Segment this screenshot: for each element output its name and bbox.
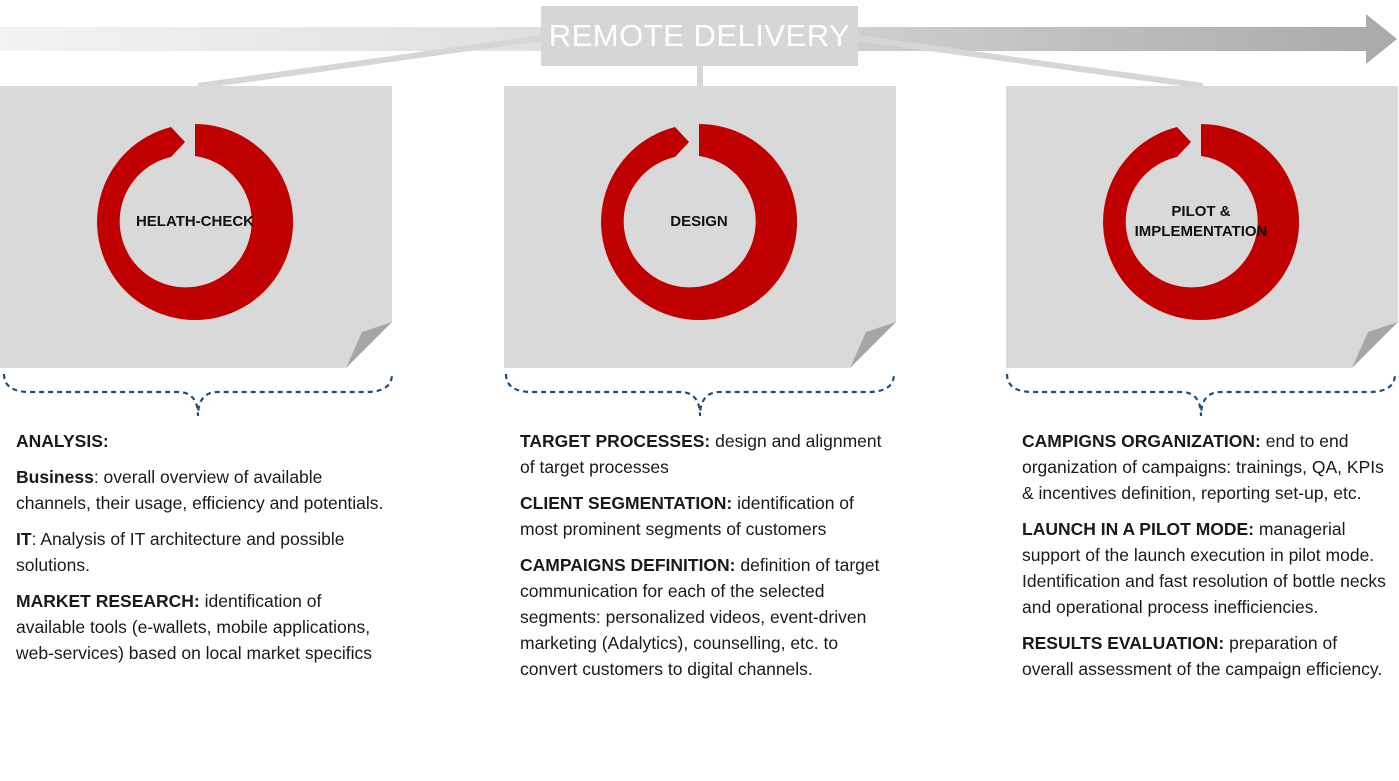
folded-paper-shape [1006, 86, 1398, 368]
desc-item: LAUNCH IN A PILOT MODE: managerial suppo… [1022, 516, 1392, 620]
desc-item: IT: Analysis of IT architecture and poss… [16, 529, 345, 575]
desc-item: MARKET RESEARCH: identification of avail… [16, 588, 386, 666]
desc-item: CLIENT SEGMENTATION: identification of m… [520, 490, 890, 542]
folded-paper-shape [504, 86, 896, 368]
desc-item-title: ANALYSIS: [16, 431, 109, 451]
progress-ring-icon [1103, 124, 1299, 320]
desc-item-title: CAMPAIGNS DEFINITION: [520, 555, 736, 575]
connector-left [197, 35, 542, 89]
design-description: TARGET PROCESSES: design and alignment o… [520, 428, 890, 692]
desc-item-text: Analysis of IT architecture and possible… [16, 529, 345, 575]
remote-delivery-banner: REMOTE DELIVERY [541, 6, 858, 66]
desc-item: TARGET PROCESSES: design and alignment o… [520, 428, 890, 480]
stage-label: HELATH-CHECK [135, 213, 255, 230]
desc-item: RESULTS EVALUATION: preparation of overa… [1022, 630, 1392, 682]
desc-item-title: CLIENT SEGMENTATION: [520, 493, 733, 513]
progress-ring-icon [97, 124, 293, 320]
desc-item-title: IT [16, 529, 32, 549]
desc-item: Business: overall overview of available … [16, 467, 384, 513]
pilot-implementation-description: CAMPIGNS ORGANIZATION: end to end organi… [1022, 428, 1392, 692]
desc-item-text: end to end organization of campaigns: tr… [1022, 431, 1384, 503]
desc-item: CAMPAIGNS DEFINITION: definition of targ… [520, 552, 890, 682]
desc-item-text: managerial support of the launch executi… [1022, 519, 1386, 617]
desc-item-text: preparation of overall assessment of the… [1022, 633, 1383, 679]
folded-paper-shape [0, 86, 392, 368]
desc-item-text: definition of target communication for e… [520, 555, 880, 679]
stage-card-pilot-implementation: PILOT & IMPLEMENTATION [1006, 86, 1398, 368]
stage-label: DESIGN [670, 213, 728, 230]
desc-item-title: RESULTS EVALUATION: [1022, 633, 1225, 653]
desc-item-text: overall overview of available channels, … [16, 467, 384, 513]
desc-item-title: LAUNCH IN A PILOT MODE: [1022, 519, 1255, 539]
desc-item-text: identification of available tools (e-wal… [16, 591, 372, 663]
desc-item: ANALYSIS: [16, 428, 386, 454]
brace-health-check [2, 373, 394, 417]
connector-right [857, 35, 1204, 89]
desc-item-text: design and alignment of target processes [520, 431, 882, 477]
desc-item-title: CAMPIGNS ORGANIZATION: [1022, 431, 1261, 451]
stage-card-health-check: HELATH-CHECK [0, 86, 392, 368]
progress-ring-icon [601, 124, 797, 320]
stage-label: PILOT & IMPLEMENTATION [1134, 203, 1268, 240]
stage-card-design: DESIGN [504, 86, 896, 368]
desc-item-title: Business [16, 467, 94, 487]
desc-item-text: identification of most prominent segment… [520, 493, 854, 539]
brace-design [504, 373, 896, 417]
desc-item-title: TARGET PROCESSES: [520, 431, 711, 451]
health-check-description: ANALYSIS: Business: overall overview of … [16, 428, 386, 676]
desc-item-title: MARKET RESEARCH: [16, 591, 200, 611]
brace-pilot-implementation [1005, 373, 1397, 417]
desc-item: CAMPIGNS ORGANIZATION: end to end organi… [1022, 428, 1392, 506]
